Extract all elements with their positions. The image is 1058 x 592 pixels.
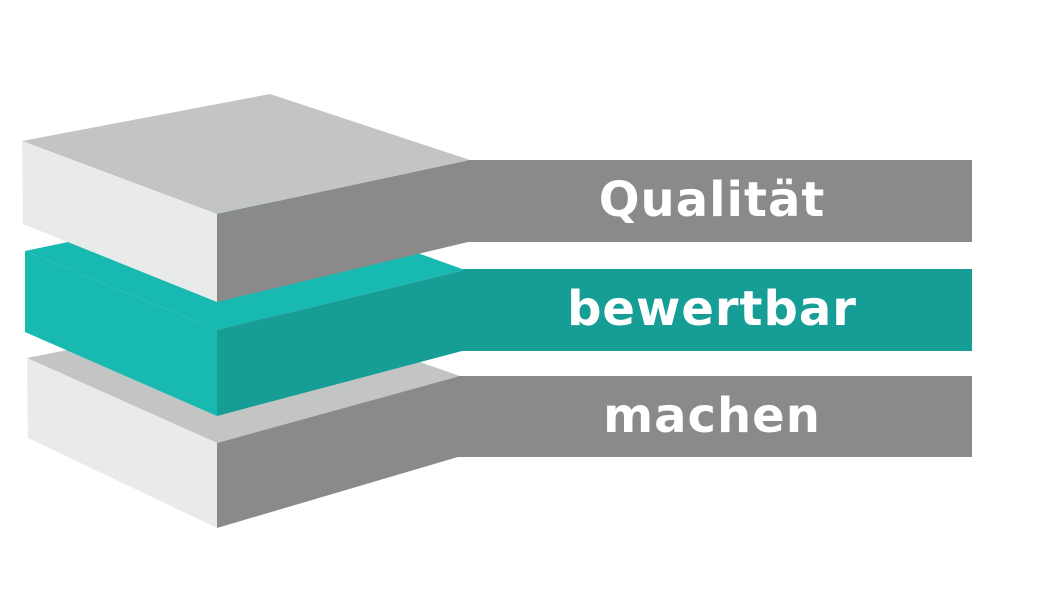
top-slab-side (217, 160, 470, 302)
label-bewertbar: bewertbar (567, 281, 857, 337)
bottom-slab-front (27, 358, 217, 528)
bottom-slab-side (217, 376, 460, 528)
top-slab-top (22, 94, 470, 214)
band-machen (455, 376, 972, 457)
band-qualitaet (465, 160, 972, 242)
band-bewertbar (460, 269, 972, 351)
label-qualitaet: Qualität (598, 172, 826, 228)
middle-slab-front (25, 251, 217, 416)
label-machen: machen (603, 388, 821, 444)
middle-slab-side (217, 270, 465, 416)
top-slab-front (22, 141, 217, 302)
top-slab (22, 94, 972, 302)
